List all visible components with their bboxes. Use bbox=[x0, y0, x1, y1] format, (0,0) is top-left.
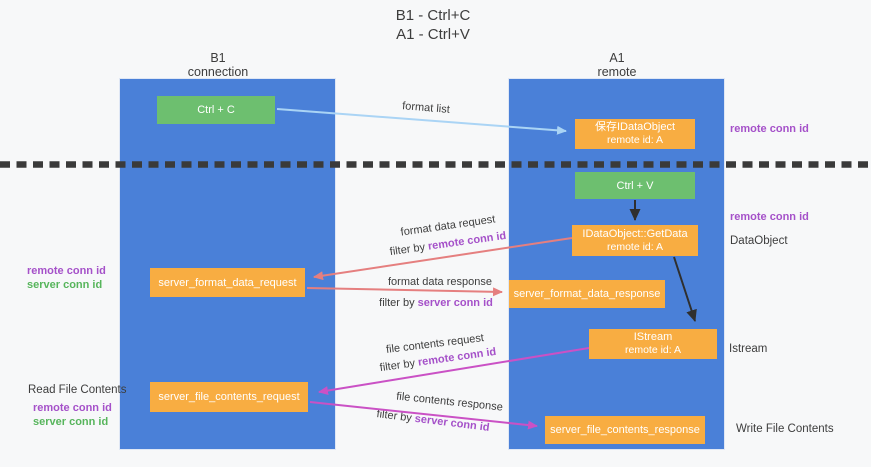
side-label-remote-conn-id-mid: remote conn id bbox=[730, 211, 809, 223]
server-conn-id-text: server conn id bbox=[417, 297, 493, 309]
node-ctrl-v: Ctrl + V bbox=[575, 172, 695, 199]
node-getdata-line1: IDataObject::GetData bbox=[582, 227, 688, 240]
node-saved-idataobject: 保存IDataObject remote id: A bbox=[575, 119, 695, 149]
title-line-2: A1 - Ctrl+V bbox=[396, 26, 470, 43]
flow-label-format-data-response: format data response bbox=[388, 276, 492, 288]
flow-label-format-response-filter: filter by server conn id bbox=[378, 297, 494, 309]
side-label-dataobject: DataObject bbox=[730, 235, 788, 247]
lane-a1-name: A1 bbox=[609, 51, 625, 65]
side-label-istream: Istream bbox=[729, 343, 768, 355]
lane-a1-role: remote bbox=[597, 65, 637, 79]
filter-by-text: filter by bbox=[379, 297, 418, 309]
node-saved-idataobject-line2: remote id: A bbox=[606, 134, 664, 146]
remote-conn-id-text: remote conn id bbox=[427, 229, 507, 253]
side-label-left-remote-conn-id-bottom: remote conn id bbox=[33, 402, 112, 414]
node-istream-line1: IStream bbox=[633, 331, 673, 343]
node-server-format-data-response: server_format_data_response bbox=[509, 280, 665, 308]
side-label-write-file-contents: Write File Contents bbox=[736, 423, 834, 435]
flow-label-format-list: format list bbox=[401, 100, 451, 116]
node-ctrl-c: Ctrl + C bbox=[157, 96, 275, 124]
flow-label-file-contents-response: file contents response bbox=[395, 390, 504, 414]
node-istream: IStream remote id: A bbox=[589, 329, 717, 359]
flow-label-file-response-filter: filter by server conn id bbox=[370, 407, 497, 434]
lane-b1-role: connection bbox=[187, 65, 249, 79]
side-label-read-file-contents: Read File Contents bbox=[28, 384, 127, 396]
lane-b1-name: B1 bbox=[210, 51, 226, 65]
format-data-response-arrow bbox=[306, 287, 503, 297]
side-label-left-server-conn-id-bottom: server conn id bbox=[33, 416, 109, 428]
filter-by-text: filter by bbox=[375, 408, 416, 425]
node-getdata-line2: remote id: A bbox=[606, 240, 664, 253]
node-server-format-data-request: server_format_data_request bbox=[150, 268, 305, 297]
node-idataobject-getdata: IDataObject::GetData remote id: A bbox=[572, 225, 698, 256]
node-saved-idataobject-line1: 保存IDataObject bbox=[594, 121, 676, 133]
filter-by-text: filter by bbox=[379, 356, 419, 375]
side-label-left-remote-conn-id-mid: remote conn id bbox=[27, 265, 106, 277]
side-label-left-server-conn-id-mid: server conn id bbox=[27, 279, 103, 291]
title-line-1: B1 - Ctrl+C bbox=[395, 7, 471, 24]
side-label-remote-conn-id-top: remote conn id bbox=[730, 123, 809, 135]
diagram-title: B1 - Ctrl+C A1 - Ctrl+V bbox=[283, 6, 583, 44]
server-conn-id-text: server conn id bbox=[414, 412, 491, 434]
lane-header-b1: B1 connection bbox=[148, 51, 288, 79]
lane-header-a1: A1 remote bbox=[547, 51, 687, 79]
node-istream-line2: remote id: A bbox=[624, 344, 682, 356]
node-server-file-contents-response: server_file_contents_response bbox=[545, 416, 705, 444]
filter-by-text: filter by bbox=[389, 240, 429, 259]
node-server-file-contents-request: server_file_contents_request bbox=[150, 382, 308, 412]
